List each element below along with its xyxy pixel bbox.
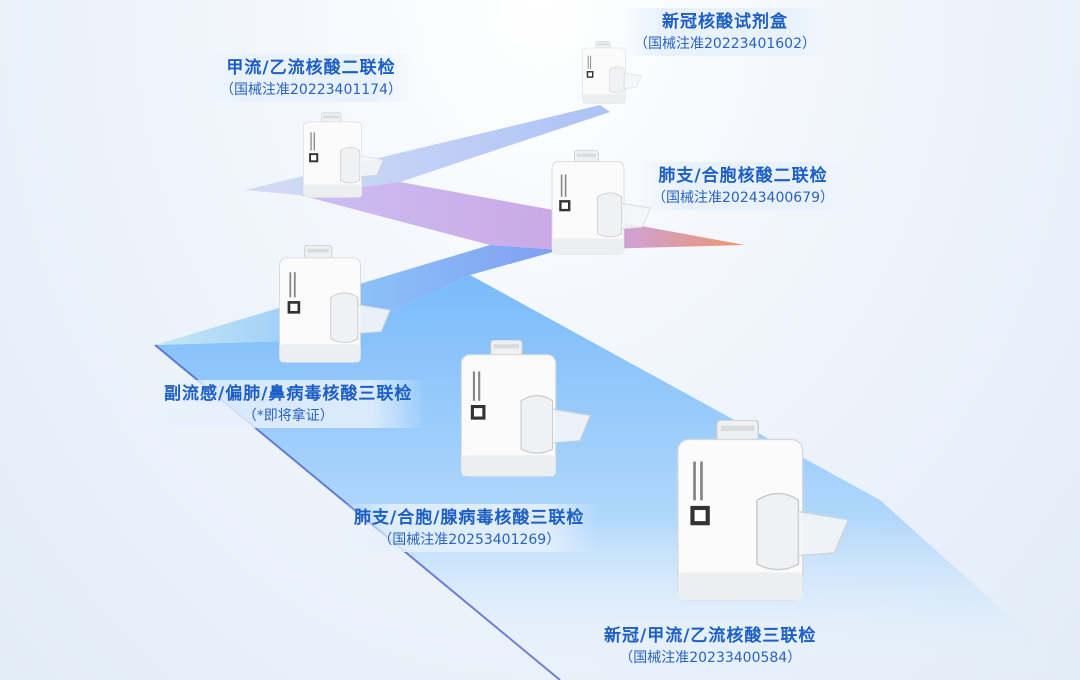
product-label-4: 副流感/偏肺/鼻病毒核酸三联检 （*即将拿证） bbox=[150, 380, 427, 428]
product-name: 新冠核酸试剂盒 bbox=[661, 12, 788, 32]
test-cartridge-device bbox=[302, 112, 384, 198]
test-cartridge-device bbox=[460, 340, 592, 477]
test-cartridge-device bbox=[279, 245, 391, 363]
product-registration: （国械注准20223401174） bbox=[220, 82, 402, 98]
product-label-2: 甲流/乙流核酸二联检 （国械注准20223401174） bbox=[206, 54, 416, 102]
product-registration: （国械注准20253401269） bbox=[378, 532, 561, 548]
product-label-1: 新冠核酸试剂盒 （国械注准20223401602） bbox=[620, 8, 830, 56]
product-name: 副流感/偏肺/鼻病毒核酸三联检 bbox=[164, 384, 413, 404]
product-registration: （*即将拿证） bbox=[242, 408, 334, 424]
product-label-5: 肺支/合胞/腺病毒核酸三联检 （国械注准20253401269） bbox=[340, 504, 599, 552]
product-name: 甲流/乙流核酸二联检 bbox=[226, 58, 396, 78]
product-name: 肺支/合胞核酸二联检 bbox=[658, 166, 828, 186]
product-name: 肺支/合胞/腺病毒核酸三联检 bbox=[354, 508, 585, 528]
product-registration: （国械注准20233400584） bbox=[619, 650, 802, 666]
road-segment-2 bbox=[300, 182, 745, 250]
product-registration: （国械注准20223401602） bbox=[634, 36, 816, 52]
test-cartridge-device bbox=[677, 420, 850, 601]
product-label-3: 肺支/合胞核酸二联检 （国械注准20243400679） bbox=[638, 162, 848, 210]
product-name: 新冠/甲流/乙流核酸三联检 bbox=[604, 626, 817, 646]
product-registration: （国械注准20243400679） bbox=[652, 190, 834, 206]
test-cartridge-device bbox=[582, 41, 642, 104]
product-label-6: 新冠/甲流/乙流核酸三联检 （国械注准20233400584） bbox=[590, 622, 831, 670]
road-segment-4 bbox=[155, 275, 1080, 680]
